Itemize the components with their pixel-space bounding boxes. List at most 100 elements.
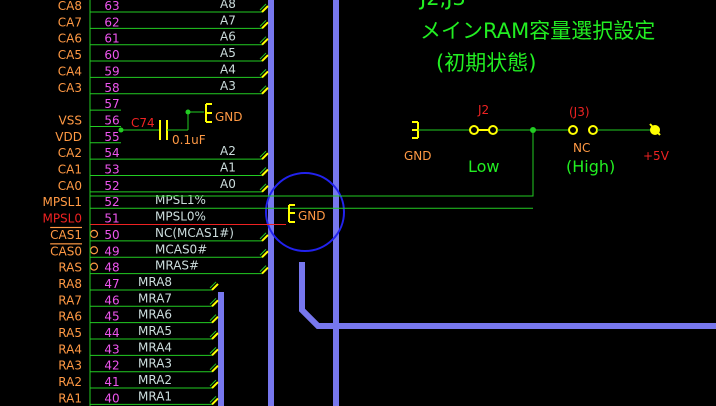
bus-entry (261, 37, 269, 46)
net-label: NC(MCAS1#) (155, 226, 234, 240)
bus-entry (211, 348, 219, 357)
pin-number: 52 (104, 179, 119, 193)
net-label: A4 (220, 62, 236, 76)
bus-entry-ghost (209, 396, 217, 403)
net-label: MPSL0% (155, 210, 206, 224)
active-low-bubble (89, 246, 99, 255)
pin-signal-label: CA5 (58, 48, 82, 62)
pin-row: CA1 53 A1 (58, 161, 269, 177)
pin-number: 63 (104, 0, 119, 13)
capacitor-c74: C74 0.1uF GND (118, 103, 243, 147)
net-label: MRA3 (138, 357, 172, 371)
bus-entry-ghost (259, 248, 267, 256)
net-label: MRA8 (138, 275, 172, 289)
pin-number: 47 (104, 277, 119, 291)
pin-signal-label: CA2 (58, 146, 82, 160)
title-line-1: メインRAM容量選択設定 (420, 19, 655, 43)
net-label: A7 (220, 13, 236, 27)
bus-line-bend (299, 262, 716, 329)
net-label: A8 (220, 0, 236, 11)
net-label: MRAS# (155, 259, 199, 273)
pin-number: 41 (104, 375, 119, 389)
bus-entry (261, 168, 269, 177)
gnd-symbol-mpsl0 (288, 204, 295, 223)
bus-entry (261, 250, 269, 258)
net-label: MRA1 (138, 389, 172, 403)
j2-pin-2 (488, 125, 498, 135)
pin-number: 54 (104, 146, 119, 160)
pin-signal-label: RA1 (58, 391, 82, 405)
net-label: MRA7 (138, 291, 172, 305)
net-label: A0 (220, 177, 236, 191)
pin-number: 56 (104, 113, 119, 127)
bus-entry (261, 54, 269, 62)
net-label: MRA4 (138, 340, 172, 354)
capacitor-ref: C74 (131, 116, 155, 130)
pin-number: 44 (104, 326, 119, 340)
bus-entry (261, 152, 269, 160)
pin-signal-label: RA4 (58, 342, 82, 356)
bus-entry (211, 299, 219, 308)
pin-number: 48 (104, 261, 119, 275)
active-low-bubble (89, 262, 99, 271)
net-label: A3 (220, 79, 236, 93)
pin-number: 53 (104, 163, 119, 177)
pin-signal-label: RA8 (58, 277, 82, 291)
j3-label: (J3) (569, 105, 590, 119)
net-label: A1 (220, 161, 236, 175)
pin-number: 62 (104, 15, 119, 29)
bus-entry (261, 185, 269, 193)
net-label: A5 (220, 46, 236, 60)
nc-label: NC (573, 141, 590, 155)
title-line-2: (初期状態) (436, 51, 536, 75)
pin-row: VSS 56 (59, 113, 121, 127)
pin-signal-label: CA0 (58, 179, 82, 193)
net-label: MRA6 (138, 308, 172, 322)
j3-pin-2 (588, 125, 598, 135)
bus-entry (211, 315, 219, 324)
pin-signal-label: CA1 (58, 163, 82, 177)
capacitor-value: 0.1uF (172, 133, 206, 147)
pin-number: 50 (104, 228, 119, 242)
net-label: MRA5 (138, 324, 172, 338)
pin-number: 43 (104, 342, 119, 356)
bus-entry-ghost (259, 3, 267, 11)
bus-entry-ghost (209, 281, 217, 289)
bus-entry-ghost (259, 36, 267, 44)
pin-signal-label: CA8 (58, 0, 82, 13)
pin-signal-label: VSS (59, 113, 82, 127)
pin-row: CA0 52 A0 (58, 177, 269, 193)
bus-entry-ghost (209, 330, 217, 338)
pin-signal-label: CAS0 (50, 244, 82, 258)
bus-entry (261, 234, 269, 242)
gnd-label-mpsl0: GND (298, 209, 326, 223)
pin-row: RA8 47 MRA8 (58, 275, 219, 291)
net-label: A2 (220, 144, 236, 158)
gnd-label-vss: GND (215, 110, 243, 124)
j2-pin-1 (469, 125, 479, 135)
gnd-symbol-jumper (412, 121, 419, 139)
bus-entry (211, 364, 219, 373)
net-label: MRA2 (138, 373, 172, 387)
mpsl1-wire (90, 130, 534, 197)
bus-entry (261, 5, 269, 13)
high-label: (High) (566, 157, 615, 176)
pin-number: 58 (104, 81, 119, 95)
pin-signal-label: RA2 (58, 375, 82, 389)
bus-entry-ghost (259, 69, 267, 76)
pin-signal-label: RA5 (58, 326, 82, 340)
pin-signal-label: VDD (55, 130, 82, 144)
bus-entry-ghost (259, 232, 267, 240)
bus-entry-ghost (259, 52, 267, 60)
pin-number: 51 (104, 212, 119, 226)
pin-number: 46 (104, 293, 119, 307)
bus-entry-ghost (259, 265, 267, 272)
pin-row: CA8 63 A8 (58, 0, 269, 13)
